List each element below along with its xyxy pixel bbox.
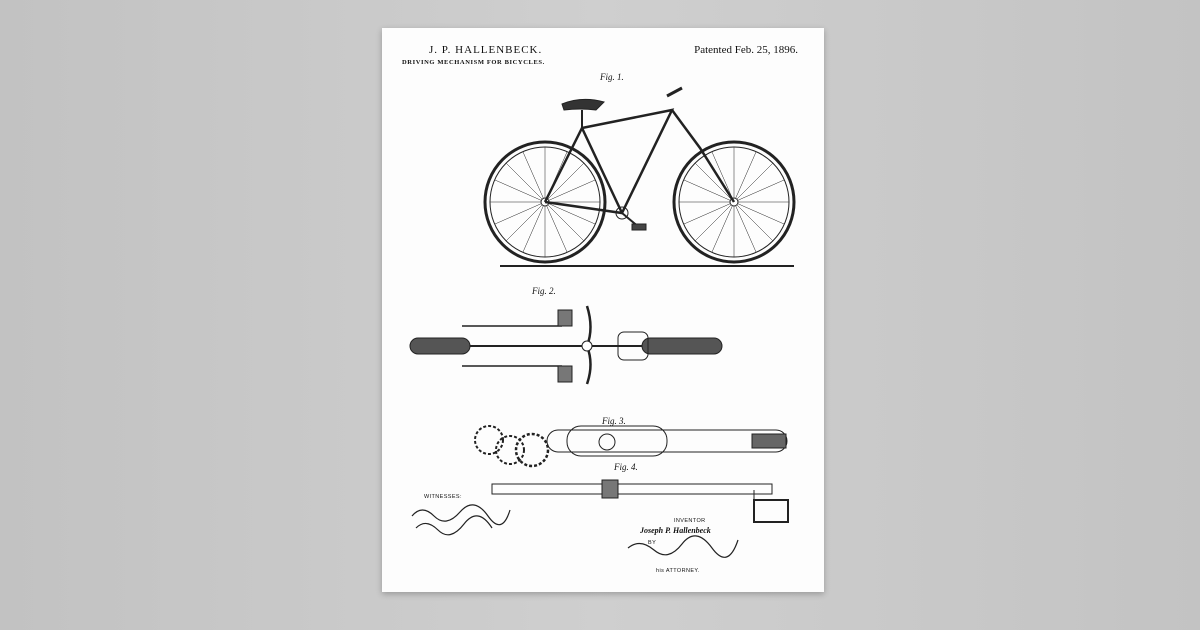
patent-poster: J. P. HALLENBECK. DRIVING MECHANISM FOR … (382, 28, 824, 592)
fig3-gear-drawing (475, 426, 787, 466)
fig2-label: Fig. 2. (532, 286, 556, 296)
witnesses-label: WITNESSES: (424, 494, 462, 500)
patent-drawings (382, 28, 824, 592)
attorney-label: his ATTORNEY. (656, 568, 700, 574)
inventor-label: INVENTOR (674, 518, 706, 524)
inventor-signature: Joseph P. Hallenbeck (640, 526, 711, 535)
fig3-label: Fig. 3. (602, 416, 626, 426)
by-label: BY (648, 540, 656, 546)
fig1-label: Fig. 1. (600, 72, 624, 82)
fig4-label: Fig. 4. (614, 462, 638, 472)
fig4-crank-drawing (492, 480, 788, 522)
fig2-top-view-drawing (410, 306, 722, 384)
witness-signatures (412, 505, 510, 535)
attorney-signature (628, 536, 738, 557)
fig1-bicycle-drawing (485, 88, 794, 266)
